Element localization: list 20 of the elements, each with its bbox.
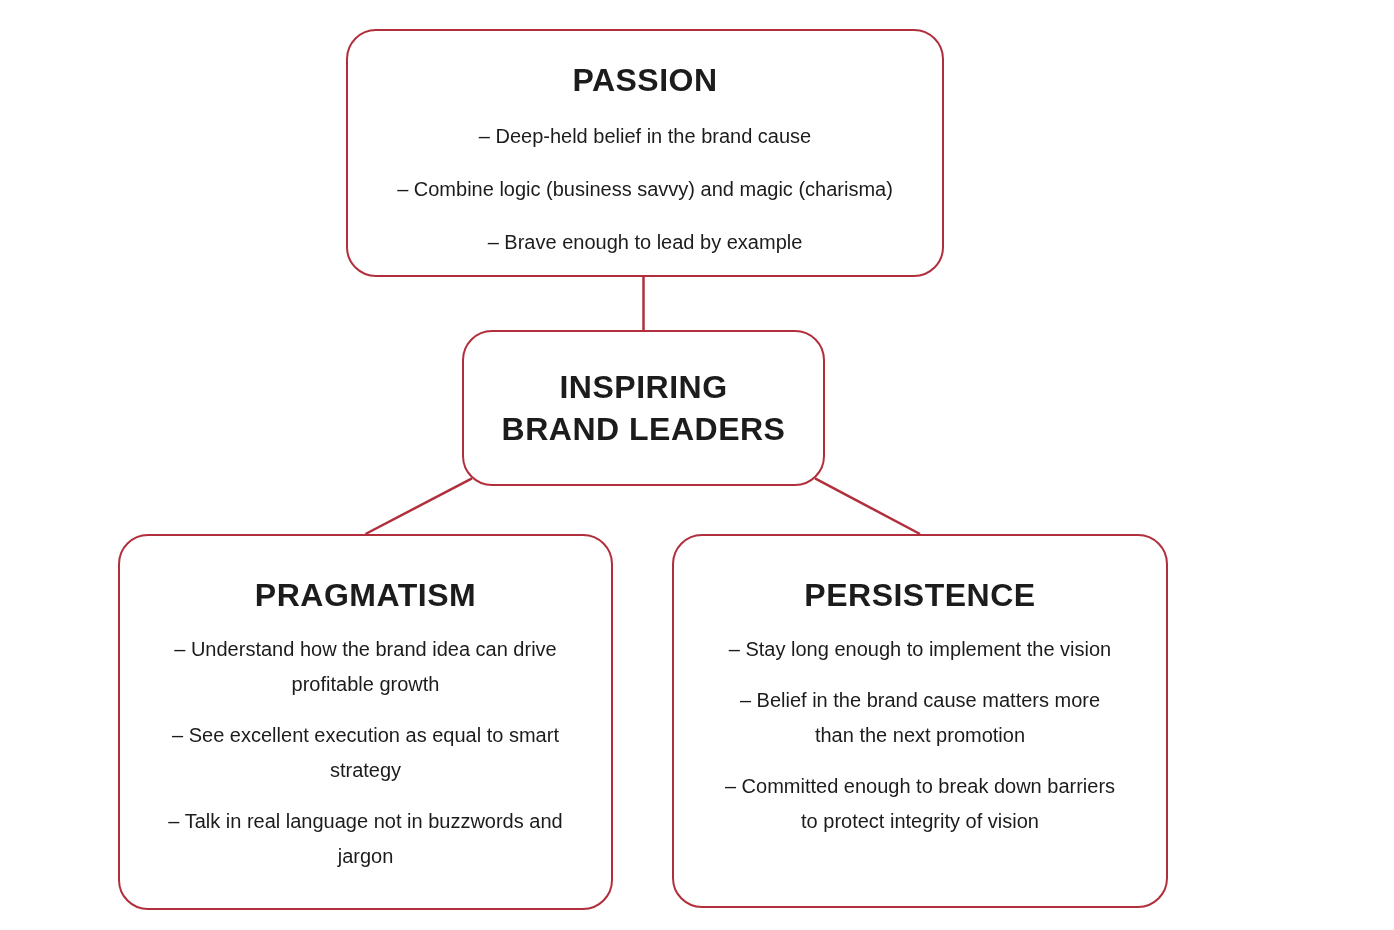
heading: PRAGMATISM [254, 576, 477, 615]
connector-line [642, 277, 645, 330]
connector-line [814, 477, 921, 536]
heading: PERSISTENCE [804, 576, 1036, 615]
bullet-text: – Deep-held belief in the brand cause [478, 124, 812, 149]
bullet-text: – Belief in the brand cause matters more than the next promotion [738, 688, 1102, 748]
bullet-text: – Stay long enough to implement the vision [728, 637, 1112, 662]
bullet-text: – Brave enough to lead by example [487, 230, 803, 255]
connector-line [364, 477, 473, 536]
text-box [346, 29, 944, 277]
text-box [672, 534, 1168, 908]
bullet-text: – Understand how the brand idea can drive profitable growth [173, 637, 558, 697]
bullet-text: – Committed enough to break down barriers to protect integrity of vision [723, 774, 1117, 834]
bullet-text: – Talk in real language not in buzzwords and jargon [167, 809, 564, 869]
bullet-text: – Combine logic (business savvy) and magic (charisma) [397, 177, 893, 202]
text-box [118, 534, 613, 910]
bullet-text: – See excellent execution as equal to smart strategy [171, 723, 560, 783]
heading: INSPIRING BRAND LEADERS [501, 368, 786, 449]
text-box [462, 330, 825, 486]
heading: PASSION [572, 61, 718, 100]
